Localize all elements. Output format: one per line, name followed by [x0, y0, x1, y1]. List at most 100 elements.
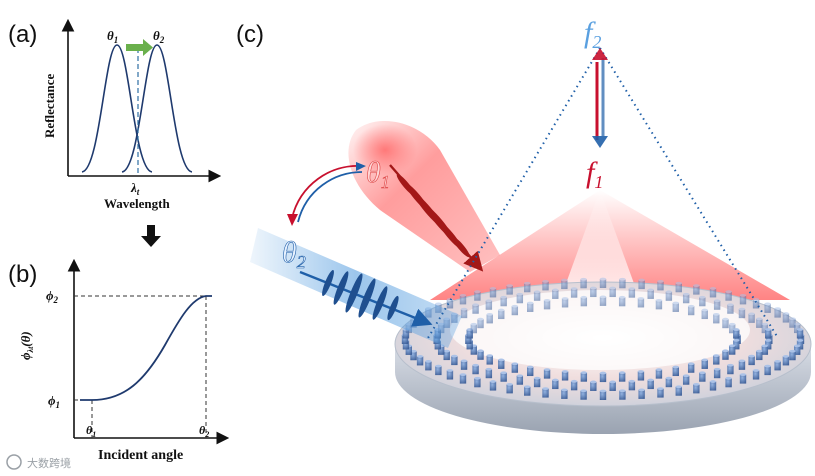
nanopillar	[657, 387, 664, 398]
nanopillar	[533, 290, 541, 301]
red-beam-glow	[353, 124, 417, 176]
nanopillar	[638, 278, 645, 290]
nanopillar	[748, 312, 755, 323]
nanopillar	[561, 370, 569, 381]
nanopillar	[713, 299, 721, 310]
nanopillar	[672, 301, 679, 312]
nanopillar	[693, 284, 700, 295]
nanopillar	[599, 371, 607, 383]
nanopillar	[713, 313, 720, 324]
nanopillar	[543, 368, 551, 379]
nanopillar	[516, 374, 524, 385]
nanopillar	[665, 376, 673, 388]
nanopillar	[774, 307, 781, 318]
phase-curve	[80, 295, 212, 401]
nanopillar	[672, 365, 679, 377]
theta2-beam-subscript: 2	[297, 252, 306, 272]
nanopillar	[500, 295, 507, 307]
nanopillar	[628, 379, 636, 391]
nanopillar	[789, 317, 796, 328]
nanopillar	[739, 294, 747, 305]
nanopillar	[477, 349, 484, 360]
nanopillar	[511, 304, 519, 316]
nanopillar	[725, 290, 732, 301]
nanopillar	[570, 287, 578, 298]
nanopillar	[527, 301, 534, 312]
nanopillar	[472, 363, 479, 375]
panel-c-label: (c)	[236, 21, 264, 48]
f2-subscript: 2	[592, 32, 601, 52]
nanopillar	[609, 380, 616, 391]
nanopillar	[486, 313, 493, 324]
nanopillar	[687, 362, 695, 373]
watermark: 大数跨境	[6, 454, 71, 470]
nanopillar	[782, 312, 790, 323]
nanopillar	[655, 368, 663, 379]
nanopillar	[647, 288, 654, 299]
nanopillar	[561, 388, 568, 399]
nanopillar	[446, 369, 454, 380]
nanopillar	[713, 367, 721, 379]
nanopillar	[722, 349, 729, 360]
nanopillar	[725, 376, 732, 388]
lambda-symbol: λ	[130, 180, 137, 195]
svg-text:θ1: θ1	[366, 156, 390, 192]
nanopillar	[638, 388, 645, 399]
nanopillar	[701, 358, 708, 369]
focal-shift-double-arrow-icon	[592, 48, 608, 148]
panel-a-ylabel: Reflectance	[42, 74, 57, 138]
nanopillar	[739, 373, 747, 384]
nanopillar	[748, 354, 755, 366]
nanopillar	[474, 290, 481, 301]
nanopillar	[570, 379, 578, 391]
nanopillar	[733, 328, 740, 339]
nanopillar	[637, 297, 645, 308]
panel-a: (a) Reflectance Wavelength θ1 θ2 λt	[8, 18, 222, 211]
theta1-tick-symbol: θ	[86, 423, 93, 437]
nanopillar	[619, 389, 626, 400]
nanopillar	[618, 295, 626, 307]
panel-a-label: (a)	[8, 21, 37, 48]
nanopillar	[709, 380, 717, 391]
nanopillar	[637, 370, 645, 381]
peak2-subscript: 2	[159, 35, 165, 45]
svg-text:ϕλt(θ): ϕλt(θ)	[18, 331, 35, 360]
nanopillar	[728, 344, 736, 355]
nanopillar	[524, 385, 531, 396]
nanopillar	[782, 355, 790, 366]
light-cone-core	[560, 190, 640, 300]
nanopillar	[489, 287, 497, 298]
nanopillar	[599, 277, 607, 288]
angle-switch-arrow-icon	[287, 162, 366, 226]
nanopillar	[543, 298, 551, 310]
peak-theta2-curve	[121, 44, 193, 173]
nanopillar	[580, 295, 588, 307]
nanopillar	[561, 297, 569, 308]
svg-text:θ1: θ1	[86, 423, 96, 439]
nanopillar	[470, 322, 478, 334]
nanopillar	[435, 364, 442, 376]
nanopillar	[709, 287, 717, 298]
svg-text:λt: λt	[130, 180, 140, 197]
focus-f2-dotted-lines	[427, 47, 779, 339]
nanopillar	[727, 363, 734, 375]
nanopillar	[701, 308, 708, 320]
nanopillar	[527, 365, 534, 377]
nanopillar	[793, 344, 801, 355]
theta1-beam-symbol: θ	[366, 156, 381, 189]
nanopillar	[609, 286, 616, 298]
nanopillar	[764, 339, 772, 350]
nanopillar	[477, 317, 484, 329]
svg-text:θ2: θ2	[282, 236, 306, 272]
nanopillar	[756, 317, 763, 328]
peak-theta1-curve	[81, 44, 153, 173]
nanopillar	[764, 328, 772, 339]
panel-a-xlabel: Wavelength	[104, 196, 170, 211]
peak1-symbol: θ	[107, 28, 114, 43]
svg-text:θ2: θ2	[199, 423, 209, 439]
nanopillar	[485, 299, 493, 310]
nanopillar	[655, 298, 663, 310]
nanopillar	[665, 290, 673, 301]
nanopillar	[511, 362, 519, 373]
red-wave-packet	[389, 164, 484, 272]
